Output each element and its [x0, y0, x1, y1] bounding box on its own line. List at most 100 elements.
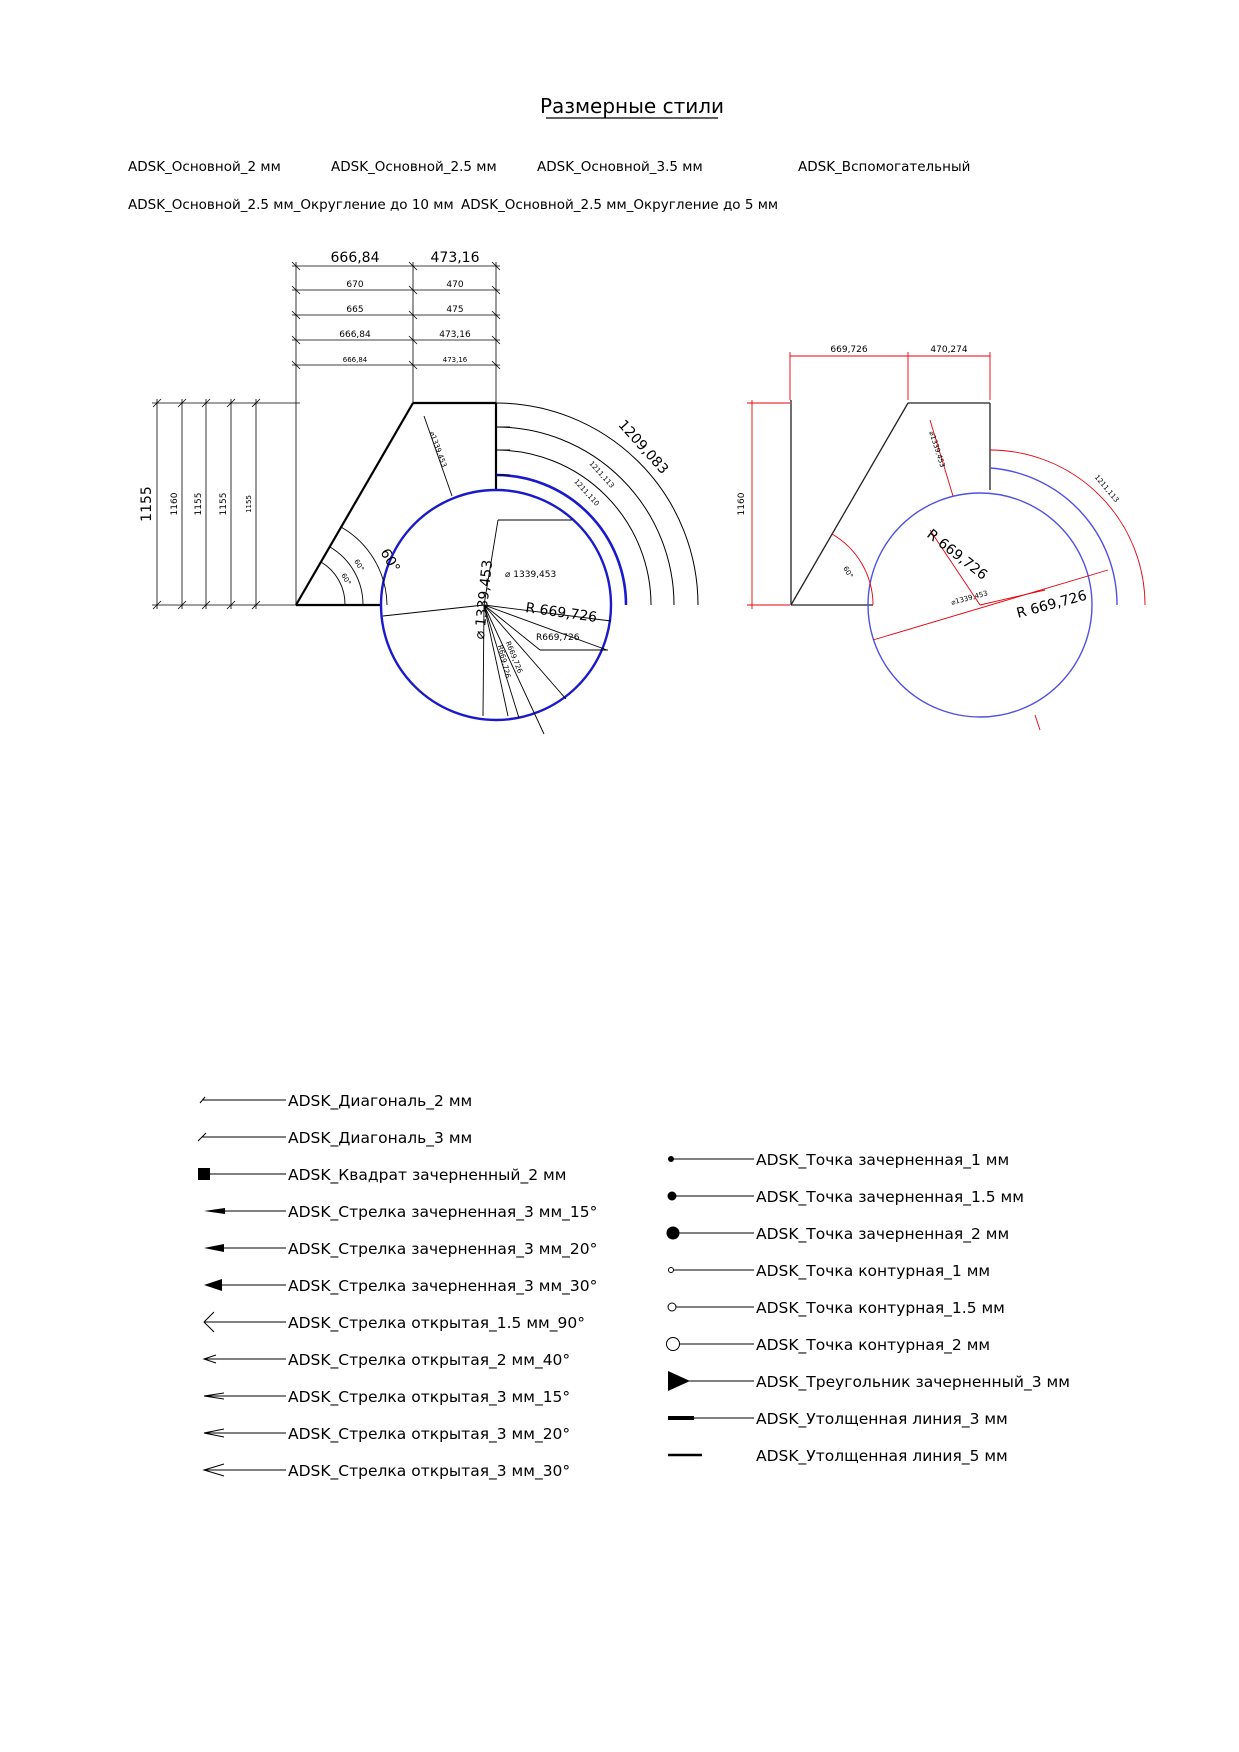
- left-shape: [295, 401, 498, 607]
- diameter-radius-leaders: [382, 415, 612, 735]
- legend-label: ADSK_Точка контурная_1.5 мм: [756, 1299, 1005, 1318]
- diameter-radius-texts: ⌀1339,453 ⌀ 1339,453 ⌀ 1339,453 R 669,72…: [428, 430, 598, 679]
- dim-value: ⌀ 1339,453: [472, 559, 496, 640]
- right-drawing: 669,726 470,274 1160 1211,113 ⌀1339,453 …: [737, 345, 1146, 731]
- dimension-style-list: ADSK_Основной_2 мм ADSK_Основной_2.5 мм …: [128, 159, 970, 213]
- title-block: Размерные стили: [540, 94, 724, 119]
- dim-value: 669,726: [830, 345, 867, 355]
- legend-item: ADSK_Стрелка открытая_2 мм_40°: [202, 1351, 570, 1370]
- legend-label: ADSK_Квадрат зачерненный_2 мм: [288, 1166, 566, 1185]
- dim-style-name: ADSK_Основной_3.5 мм: [537, 159, 703, 175]
- dim-value: 666,84: [339, 330, 371, 340]
- dim-value: R669,726: [536, 633, 580, 643]
- arc-dimensions: [495, 402, 699, 606]
- legend-right: ADSK_Точка зачерненная_1 мм ADSK_Точка з…: [666, 1151, 1070, 1466]
- dim-value: 1160: [737, 492, 747, 515]
- legend-item: ADSK_Стрелка зачерненная_3 мм_15°: [204, 1203, 597, 1222]
- legend-label: ADSK_Стрелка открытая_3 мм_20°: [288, 1425, 570, 1444]
- dim-value: 670: [346, 280, 363, 290]
- dim-value: 1155: [194, 493, 204, 516]
- dim-style-name: ADSK_Основной_2.5 мм: [331, 159, 497, 175]
- dim-value: 473,16: [431, 250, 480, 266]
- legend-label: ADSK_Точка зачерненная_1 мм: [756, 1151, 1009, 1170]
- arc-dimension-texts: 1209,083 1211,113 1211,110: [572, 417, 671, 508]
- legend-item: ADSK_Утолщенная линия_5 мм: [668, 1447, 1008, 1466]
- left-circle-true: [379, 488, 613, 722]
- dim-value: R 669,726: [924, 527, 991, 584]
- legend-item: ADSK_Точка зачерненная_1.5 мм: [667, 1188, 1024, 1207]
- legend-item: ADSK_Стрелка открытая_1.5 мм_90°: [203, 1311, 585, 1333]
- legend-label: ADSK_Стрелка открытая_2 мм_40°: [288, 1351, 570, 1370]
- dim-value: 1209,083: [615, 417, 672, 477]
- dim-style-name: ADSK_Вспомогательный: [798, 159, 970, 175]
- dim-value: 1211,113: [1093, 473, 1121, 504]
- legend-item: ADSK_Стрелка открытая_3 мм_20°: [203, 1425, 570, 1444]
- legend-item: ADSK_Стрелка зачерненная_3 мм_30°: [204, 1277, 597, 1296]
- dim-value: 666,84: [331, 250, 380, 266]
- dim-value: 665: [346, 305, 363, 315]
- dim-value: R 669,726: [524, 600, 598, 626]
- dim-style-name: ADSK_Основной_2.5 мм_Округление до 10 мм: [128, 197, 454, 213]
- dim-value: 1155: [139, 486, 155, 522]
- legend-item: ADSK_Утолщенная линия_3 мм: [668, 1410, 1008, 1429]
- dim-value: 666,84: [343, 356, 368, 364]
- legend-label: ADSK_Диагональ_2 мм: [288, 1092, 472, 1111]
- legend-item: ADSK_Точка зачерненная_2 мм: [666, 1225, 1009, 1244]
- dim-style-name: ADSK_Основной_2 мм: [128, 159, 281, 175]
- top-dimension-texts: 666,84 473,16 670 470 665 475 666,84 473…: [331, 250, 480, 364]
- dim-value: 1211,113: [587, 460, 615, 490]
- legend-label: ADSK_Утолщенная линия_5 мм: [756, 1447, 1008, 1466]
- legend-item: ADSK_Треугольник зачерненный_3 мм: [668, 1371, 1070, 1392]
- dim-value: ⌀ 1339,453: [505, 570, 556, 580]
- legend-left: ADSK_Диагональ_2 мм ADSK_Диагональ_3 мм …: [197, 1092, 597, 1481]
- right-circle: [867, 492, 1093, 718]
- dim-style-name: ADSK_Основной_2.5 мм_Округление до 5 мм: [461, 197, 778, 213]
- legend-label: ADSK_Стрелка открытая_3 мм_30°: [288, 1462, 570, 1481]
- top-dimension-stack: [291, 261, 501, 370]
- right-shape: [790, 400, 991, 606]
- dim-value: 1160: [170, 492, 180, 515]
- legend-label: ADSK_Диагональ_3 мм: [288, 1129, 472, 1148]
- angle-dimensions: [320, 526, 388, 606]
- height-dimension-texts: 1155 1160 1155 1155 1155: [139, 486, 253, 522]
- legend-label: ADSK_Точка контурная_1 мм: [756, 1262, 990, 1281]
- legend-item: ADSK_Точка контурная_1.5 мм: [667, 1299, 1005, 1318]
- dim-value: 475: [446, 305, 463, 315]
- right-red-dimensions: [747, 352, 1146, 731]
- left-drawing: 666,84 473,16 670 470 665 475 666,84 473…: [139, 250, 699, 735]
- dim-value: ⌀1339,453: [428, 430, 448, 468]
- legend-label: ADSK_Стрелка зачерненная_3 мм_15°: [288, 1203, 597, 1222]
- legend-item: ADSK_Диагональ_2 мм: [199, 1092, 472, 1111]
- dim-value: 470: [446, 280, 463, 290]
- dim-value: 473,16: [439, 330, 471, 340]
- legend-label: ADSK_Утолщенная линия_3 мм: [756, 1410, 1008, 1429]
- dim-value: 473,16: [443, 356, 468, 364]
- height-dimension-stack: [152, 398, 300, 610]
- legend-label: ADSK_Стрелка зачерненная_3 мм_30°: [288, 1277, 597, 1296]
- legend-item: ADSK_Точка зачерненная_1 мм: [668, 1151, 1009, 1170]
- dim-value: 470,274: [930, 345, 967, 355]
- legend-item: ADSK_Стрелка открытая_3 мм_15°: [203, 1388, 570, 1407]
- legend-item: ADSK_Стрелка открытая_3 мм_30°: [202, 1462, 570, 1481]
- dim-value: 1155: [245, 495, 253, 513]
- legend-label: ADSK_Точка зачерненная_2 мм: [756, 1225, 1009, 1244]
- dim-value: R 669,726: [1015, 588, 1089, 622]
- page-title: Размерные стили: [540, 94, 724, 118]
- right-inner-arc: [989, 467, 1118, 606]
- legend-label: ADSK_Точка контурная_2 мм: [756, 1336, 990, 1355]
- dim-value: 1155: [219, 493, 229, 516]
- legend-item: ADSK_Стрелка зачерненная_3 мм_20°: [204, 1240, 597, 1259]
- legend-item: ADSK_Точка контурная_2 мм: [666, 1336, 990, 1355]
- angle-value: 60°: [841, 565, 854, 580]
- legend-item: ADSK_Точка контурная_1 мм: [668, 1262, 990, 1281]
- legend-label: ADSK_Стрелка зачерненная_3 мм_20°: [288, 1240, 597, 1259]
- legend-label: ADSK_Стрелка открытая_3 мм_15°: [288, 1388, 570, 1407]
- dim-value: ⌀1339,453: [927, 430, 946, 468]
- legend-label: ADSK_Точка зачерненная_1.5 мм: [756, 1188, 1024, 1207]
- angle-texts: 60° 60° 60°: [339, 546, 403, 587]
- legend-label: ADSK_Стрелка открытая_1.5 мм_90°: [288, 1314, 585, 1333]
- right-red-texts: 669,726 470,274 1160 1211,113 ⌀1339,453 …: [737, 345, 1120, 622]
- angle-value: 60°: [352, 558, 365, 573]
- legend-label: ADSK_Треугольник зачерненный_3 мм: [756, 1373, 1070, 1392]
